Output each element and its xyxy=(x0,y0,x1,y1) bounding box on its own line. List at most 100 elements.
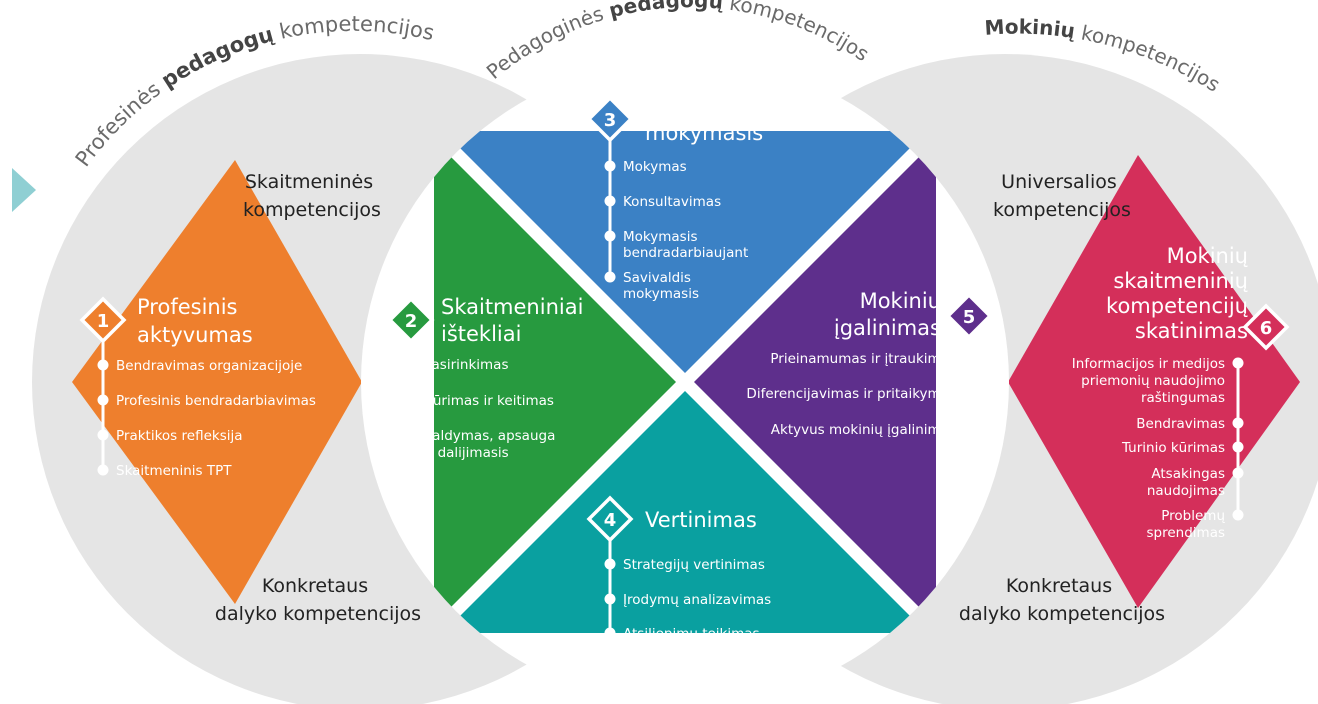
gray-label-right-bottom-line-1: Konkretaus xyxy=(1006,575,1112,597)
area-2-item-line: Kūrimas ir keitimas xyxy=(424,393,554,409)
area-6-item-line: Bendravimas xyxy=(1136,416,1225,432)
area-4-item: Įrodymų analizavimas xyxy=(623,592,771,608)
area-3-number-badge-icon xyxy=(586,95,634,143)
area-2-title-line: ištekliai xyxy=(441,322,521,346)
area-4-item-line: Įrodymų analizavimas xyxy=(623,592,771,608)
area-6-item-line: raštingumas xyxy=(1141,390,1225,406)
area-4-title-line: Vertinimas xyxy=(645,508,757,532)
area-5-item-line: Aktyvus mokinių įgalinimas xyxy=(771,422,956,438)
gray-label-left-top-line-2: kompetencijos xyxy=(243,199,381,221)
arc-title-middle-post: kompetencijos xyxy=(722,0,874,66)
area-6-title-line: kompetencijų xyxy=(1106,294,1248,318)
area-6-item-dot xyxy=(1232,509,1244,521)
area-6-item-dot xyxy=(1232,441,1244,453)
area-3-title-line: Mokymas ir xyxy=(645,94,766,118)
area-6-item-line: naudojimas xyxy=(1147,483,1225,499)
area-4-item-dot xyxy=(604,593,616,605)
area-1-item-line: Skaitmeninis TPT xyxy=(116,463,232,479)
area-3-item-line: Savivaldis xyxy=(623,270,691,286)
arc-title-middle-bold: pedagogų xyxy=(606,0,724,22)
area-1-title: Profesinis aktyvumas xyxy=(137,295,253,347)
area-2-item: Pasirinkimas xyxy=(424,357,508,373)
area-6-item-line: Informacijos ir medijos xyxy=(1072,356,1225,372)
area-4-item-line: Strategijų vertinimas xyxy=(623,557,765,573)
area-3-number: 3 xyxy=(604,110,617,131)
area-6-item-dot xyxy=(1232,357,1244,369)
area-1-item: Praktikos refleksija xyxy=(116,428,243,444)
gray-labels: Skaitmeninės kompetencijos Konkretaus da… xyxy=(215,171,1165,625)
area-2-number: 2 xyxy=(405,311,418,332)
area-5-number: 5 xyxy=(963,307,976,328)
gray-label-right-top-line-1: Universalios xyxy=(1001,171,1117,193)
area-5-number-badge-icon xyxy=(945,292,993,340)
area-4-number-badge-icon xyxy=(586,495,634,543)
area-3-item-dot xyxy=(604,271,616,283)
area-3-item-dot xyxy=(604,160,616,172)
area-3-title: Mokymas ir mokymasis xyxy=(645,94,766,145)
arc-title-middle-pre: Pedagoginės xyxy=(482,0,613,84)
area-6-item-dot xyxy=(1232,467,1244,479)
area-6-item-line: Turinio kūrimas xyxy=(1121,440,1225,456)
gray-label-right-top-line-2: kompetencijos xyxy=(993,199,1131,221)
area-4-item-dot xyxy=(604,627,616,639)
area-4-item-line: ir planavimas xyxy=(623,642,714,658)
area-6-item: Turinio kūrimas xyxy=(1121,440,1225,456)
area-2-item-dot xyxy=(405,429,417,441)
area-3-item: Mokymas xyxy=(623,159,687,175)
area-3-item-dot xyxy=(604,230,616,242)
area-6-title-line: skatinimas xyxy=(1135,319,1248,343)
area-1-item: Bendravimas organizacijoje xyxy=(116,358,302,374)
area-1-item: Skaitmeninis TPT xyxy=(116,463,232,479)
area-5-item: Prieinamumas ir įtraukimas xyxy=(770,351,956,367)
area-2-number-badge-icon xyxy=(387,296,435,344)
area-5-shape xyxy=(694,140,936,624)
area-3-item-line: bendradarbiaujant xyxy=(623,245,748,261)
area-3-item-line: Mokymasis xyxy=(623,229,697,245)
area-4-item-line: Atsiliepimų teikimas xyxy=(623,626,760,642)
area-4-title: Vertinimas xyxy=(645,508,757,532)
area-3-shape xyxy=(443,131,927,373)
area-3-item-line: Mokymas xyxy=(623,159,687,175)
area-5-item-line: Diferencijavimas ir pritaikymas xyxy=(746,386,956,402)
area-2-item-line: Valdymas, apsauga xyxy=(424,428,555,444)
arc-title-left-post: kompetencijos xyxy=(270,12,436,46)
area-6-title-line: skaitmeninių xyxy=(1113,269,1248,293)
gray-label-left-bottom: Konkretaus dalyko kompetencijos xyxy=(215,575,421,625)
area-3-title-line: mokymasis xyxy=(645,121,763,145)
area-6-title-line: Mokinių xyxy=(1167,244,1248,268)
area-3-item-line: Konsultavimas xyxy=(623,194,721,210)
area-1-title-line: Profesinis xyxy=(137,295,238,319)
area-6-item: Bendravimas xyxy=(1136,416,1225,432)
area-1-item: Profesinis bendradarbiavimas xyxy=(116,393,316,409)
area-5-item-dot xyxy=(963,387,975,399)
area-1-item-line: Bendravimas organizacijoje xyxy=(116,358,302,374)
area-5-item-dot xyxy=(963,352,975,364)
area-6-shape xyxy=(1008,155,1300,608)
area-6-number-badge-icon xyxy=(1242,303,1290,351)
area-1-item-dot xyxy=(97,464,109,476)
area-1-title-line: aktyvumas xyxy=(137,323,253,347)
gray-label-left-top-line-1: Skaitmeninės xyxy=(245,171,373,193)
arc-title-right-bold: Mokinių xyxy=(984,15,1078,44)
area-4-number: 4 xyxy=(604,510,617,531)
side-arrow-icon xyxy=(12,168,36,212)
gray-label-right-top: Universalios kompetencijos xyxy=(993,171,1131,221)
area-3-item-line: mokymasis xyxy=(623,286,699,302)
area-5-title-line: Mokinių xyxy=(860,289,941,313)
area-2-shape xyxy=(434,140,676,624)
area-1-item-line: Profesinis bendradarbiavimas xyxy=(116,393,316,409)
area-4-item: Strategijų vertinimas xyxy=(623,557,765,573)
area-5-item-dot xyxy=(963,423,975,435)
